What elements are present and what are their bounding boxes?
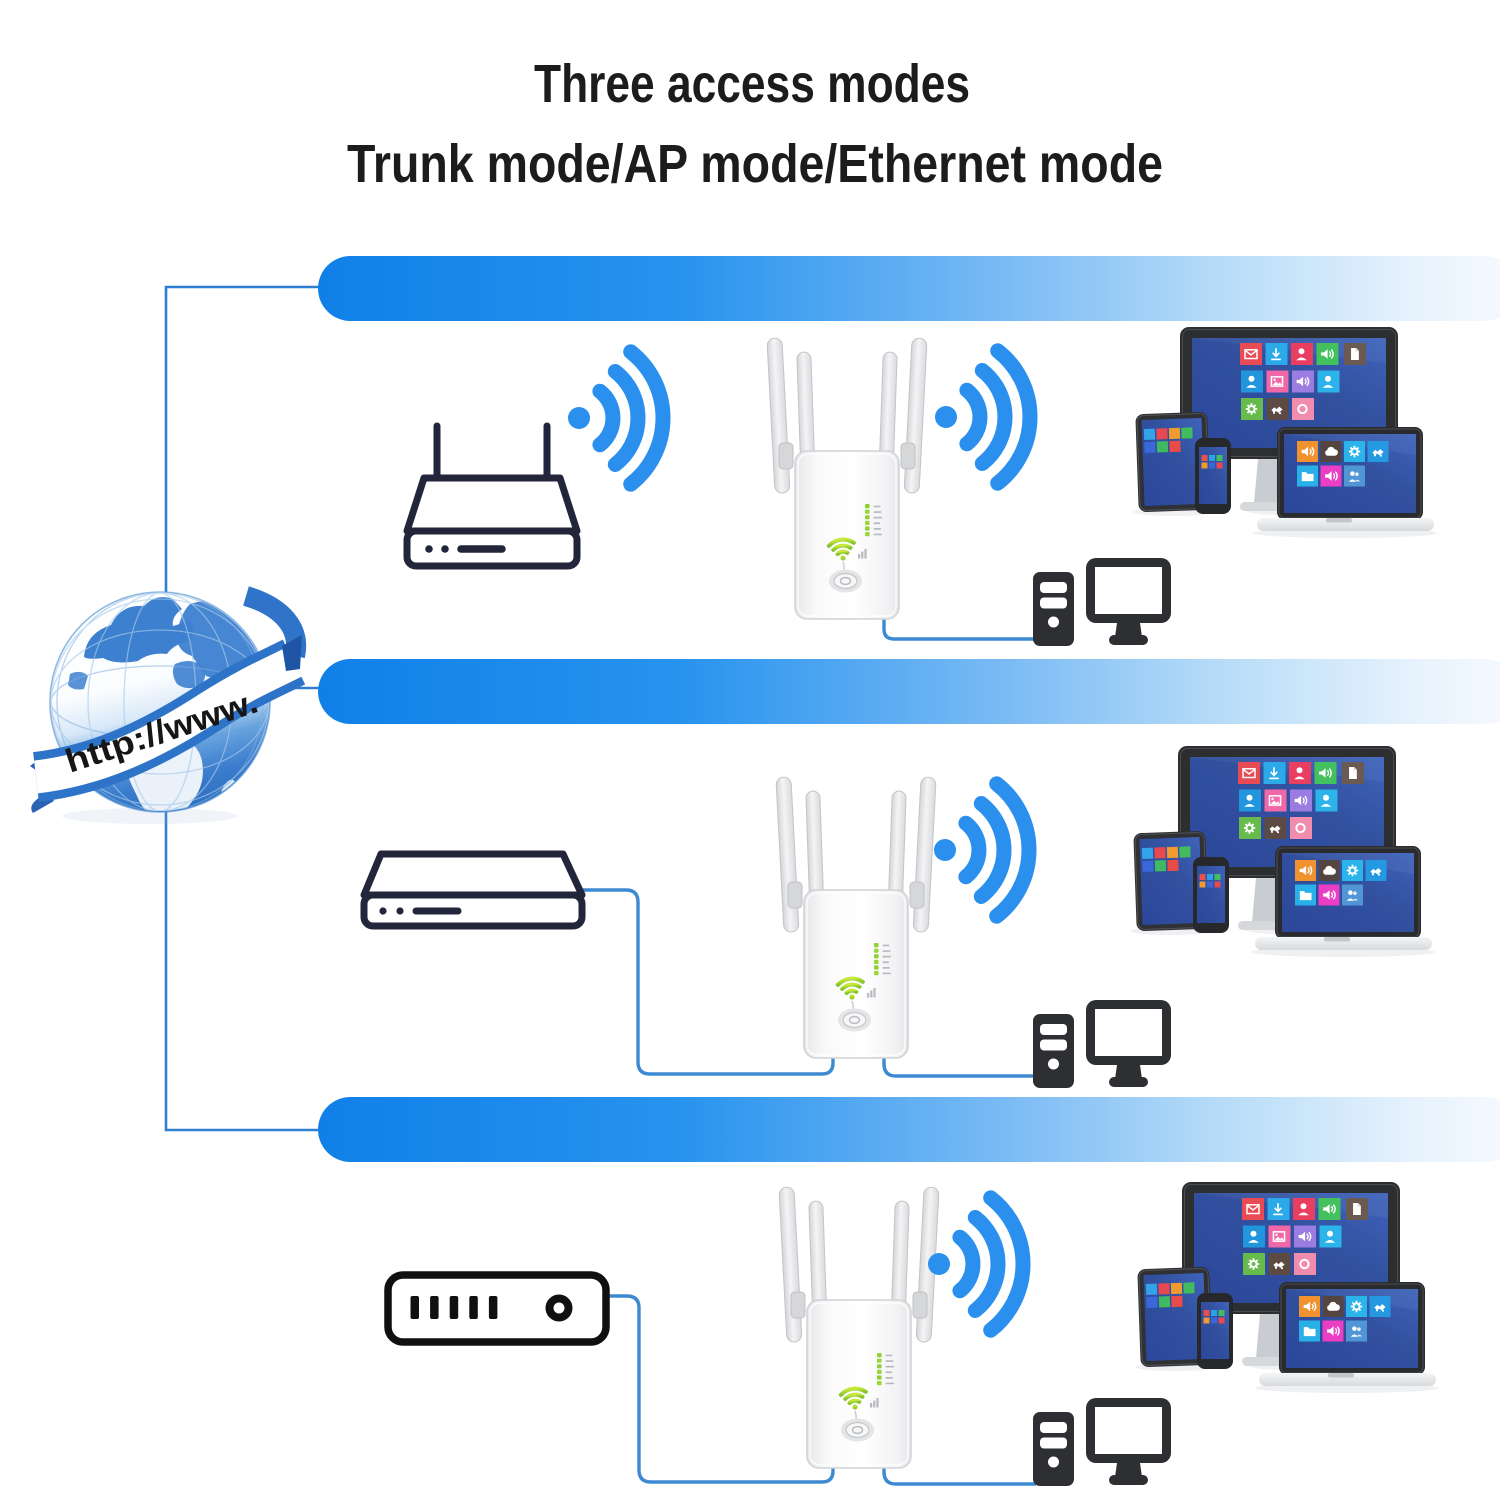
ethernet-modem-icon [388,1275,606,1342]
devices-cluster-icon [1131,746,1435,957]
wifi-signal-icon [568,352,663,484]
internet-globe-icon: http://www. [30,586,307,824]
cable-ethernet-modem-to-repeater [606,1294,835,1484]
wifi-repeater-icon [773,774,939,1060]
wifi-signal-icon [935,351,1030,483]
row-ap-mode [364,746,1435,1088]
cable-repeater-to-pc-2 [882,1054,1036,1078]
cable-repeater-to-pc-3 [882,1464,1036,1486]
wifi-repeater-icon [776,1184,942,1470]
cable-modem-to-repeater [582,888,835,1076]
row-ethernet-mode [388,1182,1439,1486]
page-subtitle: Trunk mode/AP mode/Ethernet mode [347,134,1163,194]
wifi-router-icon [407,426,577,566]
row-trunk-mode [407,327,1437,646]
backbone-bar-ap-mode [318,659,1500,724]
devices-cluster-icon [1135,1182,1439,1393]
desktop-computer-icon [1033,1000,1171,1088]
modem-box-icon [364,854,582,926]
backbone-bar-trunk-mode [318,256,1500,321]
wifi-signal-icon [928,1198,1023,1330]
backbone-bar-ethernet-mode [318,1097,1500,1162]
page-title: Three access modes [534,54,970,114]
cable-repeater-to-pc-1 [882,612,1036,641]
desktop-computer-icon [1033,1398,1171,1486]
devices-cluster-icon [1133,327,1437,538]
wifi-signal-icon [934,784,1029,916]
wifi-repeater-icon [764,335,930,621]
desktop-computer-icon [1033,558,1171,646]
